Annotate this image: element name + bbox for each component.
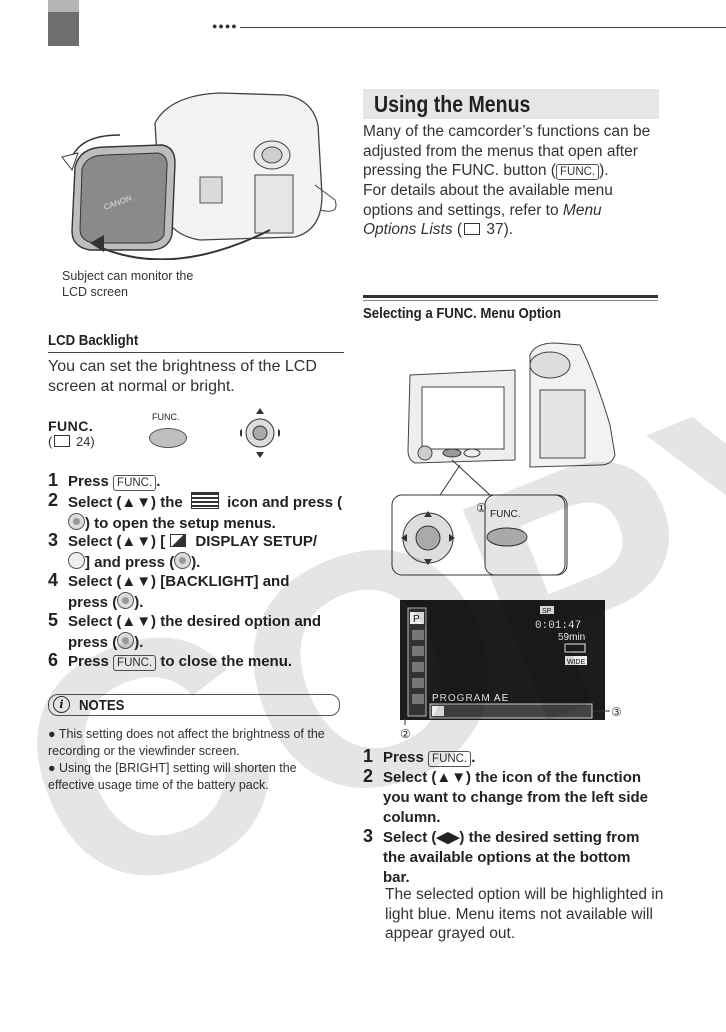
svg-text:FUNC.: FUNC. xyxy=(490,509,521,520)
func-section-rule xyxy=(363,295,658,298)
func-label: FUNC. xyxy=(48,418,94,434)
right-step-2: 2 Select (▲▼) the icon of the function y… xyxy=(363,766,649,826)
speech-icon xyxy=(68,552,85,569)
func-section-rule-thin xyxy=(363,300,658,301)
menus-title: Using the Menus xyxy=(374,91,531,117)
left-step-4: 4 Select (▲▼) [BACKLIGHT] and press (). xyxy=(48,570,290,611)
menus-paragraph-1: Many of the camcorder’s functions can be… xyxy=(363,123,651,180)
func-menu-heading: Selecting a FUNC. Menu Option xyxy=(363,305,562,322)
func-key: FUNC. xyxy=(428,751,472,767)
camcorder-func-illustration: ① FUNC. xyxy=(391,342,616,576)
func-key: FUNC. xyxy=(113,475,157,491)
left-step-5: 5 Select (▲▼) the desired option and pre… xyxy=(48,610,322,651)
chapter-tab-top xyxy=(48,0,79,12)
set-button-icon xyxy=(117,592,135,609)
menus-paragraph-2: For details about the available menu opt… xyxy=(363,182,613,238)
func-button-illustration xyxy=(149,428,187,448)
lcd-backlight-heading: LCD Backlight xyxy=(48,332,139,349)
book-icon xyxy=(464,223,481,235)
left-step-3: 3 Select (▲▼) [ DISPLAY SETUP/] and pres… xyxy=(48,530,318,571)
camcorder-lcd-illustration: CANON xyxy=(61,92,337,260)
set-button-icon xyxy=(68,513,85,530)
display-setup-icon xyxy=(170,534,187,547)
notes-header-box xyxy=(48,694,340,716)
right-step-3: 3 Select (◀▶) the desired setting from t… xyxy=(363,826,640,886)
func-key: FUNC. xyxy=(113,655,157,671)
svg-text:③: ③ xyxy=(611,705,622,719)
menus-title-box xyxy=(363,89,659,119)
svg-text:P: P xyxy=(413,614,420,625)
joystick-icon xyxy=(240,408,280,458)
right-step-1: 1 Press FUNC.. xyxy=(363,746,476,767)
left-step-6: 6 Press FUNC. to close the menu. xyxy=(48,650,293,671)
func-page-ref: ( 24) xyxy=(48,434,95,449)
svg-text:SP: SP xyxy=(542,608,552,615)
header-rule xyxy=(240,27,726,28)
note-item: ● This setting does not affect the brigh… xyxy=(48,727,325,758)
func-key: FUNC. xyxy=(555,164,600,180)
svg-text:①: ① xyxy=(476,501,487,515)
figure-caption: Subject can monitor the LCD screen xyxy=(62,269,194,299)
left-step-1: 1 Press FUNC.. xyxy=(48,470,161,491)
notes-title: NOTES xyxy=(79,697,125,714)
right-step-3-detail: The selected option will be highlighted … xyxy=(385,886,664,942)
book-icon xyxy=(54,435,71,447)
lcd-backlight-body: You can set the brightness of the LCD sc… xyxy=(48,358,317,395)
svg-text:PROGRAM AE: PROGRAM AE xyxy=(432,693,509,704)
set-button-icon xyxy=(174,552,192,569)
svg-text:②: ② xyxy=(400,727,411,741)
svg-text:59min: 59min xyxy=(558,632,585,643)
header-dots: ●●●● xyxy=(212,21,238,31)
info-icon: i xyxy=(53,696,70,713)
func-button-label: FUNC. xyxy=(152,412,180,422)
svg-text:0:01:47: 0:01:47 xyxy=(535,620,581,632)
left-step-2: 2 Select (▲▼) the icon and press () to o… xyxy=(48,490,343,532)
note-item: ● Using the [BRIGHT] setting will shorte… xyxy=(48,761,297,792)
lcd-backlight-rule xyxy=(48,352,344,353)
set-button-icon xyxy=(117,632,135,649)
setup-menu-icon xyxy=(190,492,219,509)
lcd-menu-screen: P SP 0:01:47 59min WIDE PROGRAM AE ② ③ xyxy=(400,600,622,741)
svg-text:WIDE: WIDE xyxy=(567,659,586,666)
